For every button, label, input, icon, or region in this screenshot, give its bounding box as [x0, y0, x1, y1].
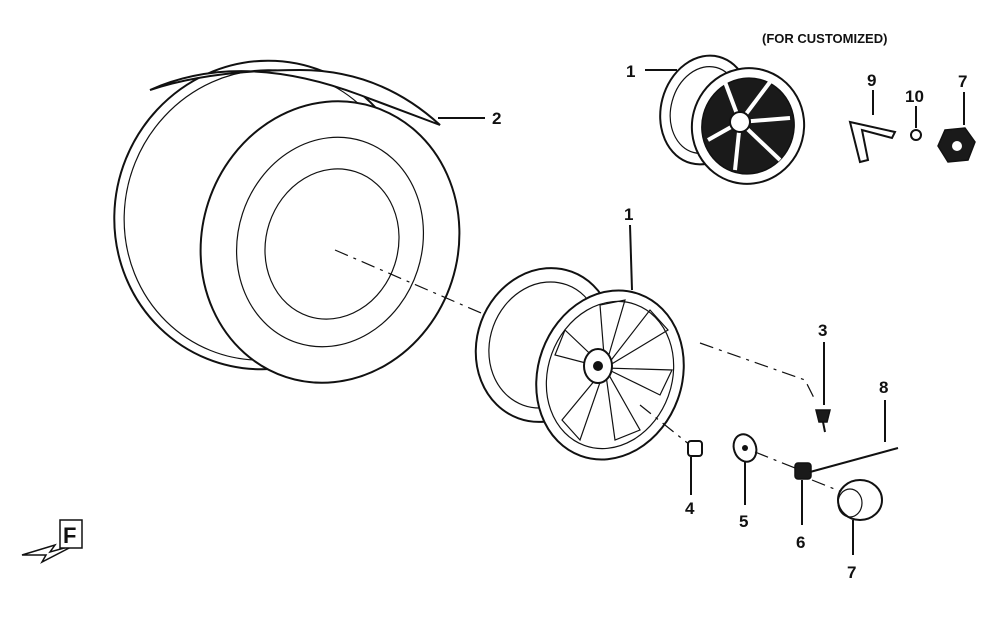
castle-nut: [794, 447, 899, 480]
axis-line: [334, 249, 591, 361]
callout-castle-nut: 6: [796, 533, 805, 552]
callout-rim-main: 1: [624, 205, 633, 224]
callout-cotter-pin: 8: [879, 378, 888, 397]
direction-marker: F: [21, 519, 83, 564]
callout-valve: 3: [818, 321, 827, 340]
nut: [639, 404, 703, 457]
callout-rim-custom: 1: [626, 62, 635, 81]
direction-letter: F: [63, 523, 76, 548]
callout-wrench: 9: [867, 71, 876, 90]
callout-tire: 2: [492, 109, 501, 128]
custom-cap: [937, 127, 976, 163]
small-part: [910, 129, 922, 141]
callout-nut: 4: [685, 499, 695, 518]
rim-main: [474, 267, 685, 461]
callout-custom-cap: 7: [958, 72, 967, 91]
washer: [732, 433, 758, 463]
callout-washer: 5: [739, 512, 748, 531]
leader-lines: [438, 69, 965, 555]
wrench: [848, 120, 897, 164]
valve: [699, 342, 831, 433]
rim-custom: [659, 54, 806, 185]
customized-note: (FOR CUSTOMIZED): [762, 31, 887, 46]
hub-cap: [811, 479, 883, 521]
callout-small-part: 10: [905, 87, 924, 106]
callout-hub-cap: 7: [847, 563, 856, 582]
tire: [113, 59, 461, 384]
